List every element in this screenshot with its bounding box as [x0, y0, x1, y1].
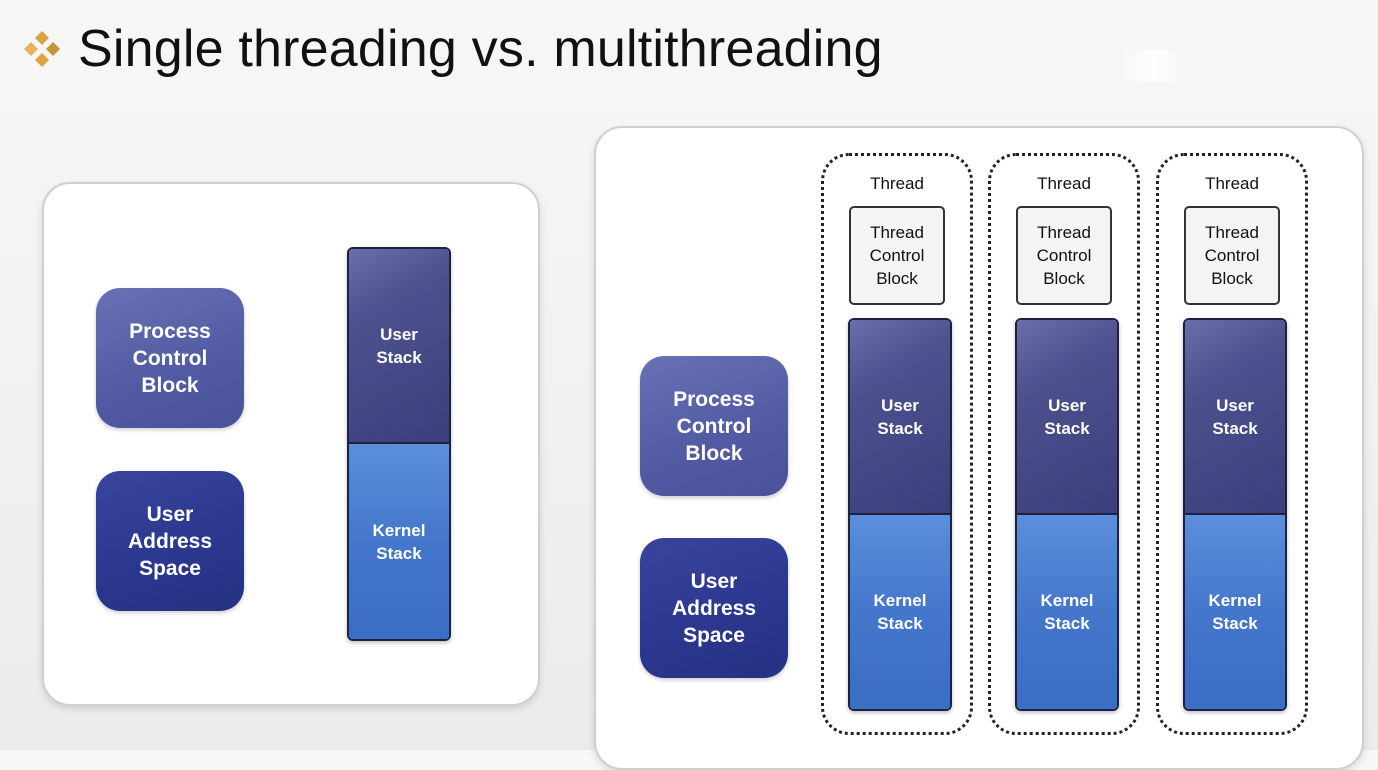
stack-column: User Stack Kernel Stack — [1015, 318, 1119, 711]
thread-label: Thread — [1205, 174, 1259, 193]
user-address-space-block: User Address Space — [640, 538, 788, 678]
thread-label: Thread — [870, 174, 924, 193]
thread-control-block: Thread Control Block — [849, 206, 945, 305]
thread-control-block: Thread Control Block — [1016, 206, 1112, 305]
process-control-block: Process Control Block — [640, 356, 788, 496]
user-stack: User Stack — [1017, 320, 1117, 515]
thread-group: Thread Thread Control Block User Stack K… — [1156, 153, 1308, 735]
title-text: Single threading vs. multithreading — [78, 20, 883, 78]
four-diamond-bullet-icon — [24, 31, 60, 67]
user-stack: User Stack — [349, 249, 449, 444]
user-stack: User Stack — [1185, 320, 1285, 515]
thread-label: Thread — [1037, 174, 1091, 193]
kernel-stack: Kernel Stack — [349, 444, 449, 639]
thread-control-block: Thread Control Block — [1184, 206, 1280, 305]
user-stack: User Stack — [850, 320, 950, 515]
slide-title: Single threading vs. multithreading — [20, 14, 883, 84]
process-control-block: Process Control Block — [96, 288, 244, 428]
kernel-stack: Kernel Stack — [1185, 515, 1285, 709]
kernel-stack: Kernel Stack — [850, 515, 950, 709]
kernel-stack: Kernel Stack — [1017, 515, 1117, 709]
stack-column: User Stack Kernel Stack — [347, 247, 451, 641]
screen-glare — [1122, 50, 1184, 82]
stack-column: User Stack Kernel Stack — [848, 318, 952, 711]
thread-group: Thread Thread Control Block User Stack K… — [988, 153, 1140, 735]
single-threaded-process-panel: Process Control Block User Address Space… — [42, 182, 540, 706]
stack-column: User Stack Kernel Stack — [1183, 318, 1287, 711]
user-address-space-block: User Address Space — [96, 471, 244, 611]
thread-group: Thread Thread Control Block User Stack K… — [821, 153, 973, 735]
